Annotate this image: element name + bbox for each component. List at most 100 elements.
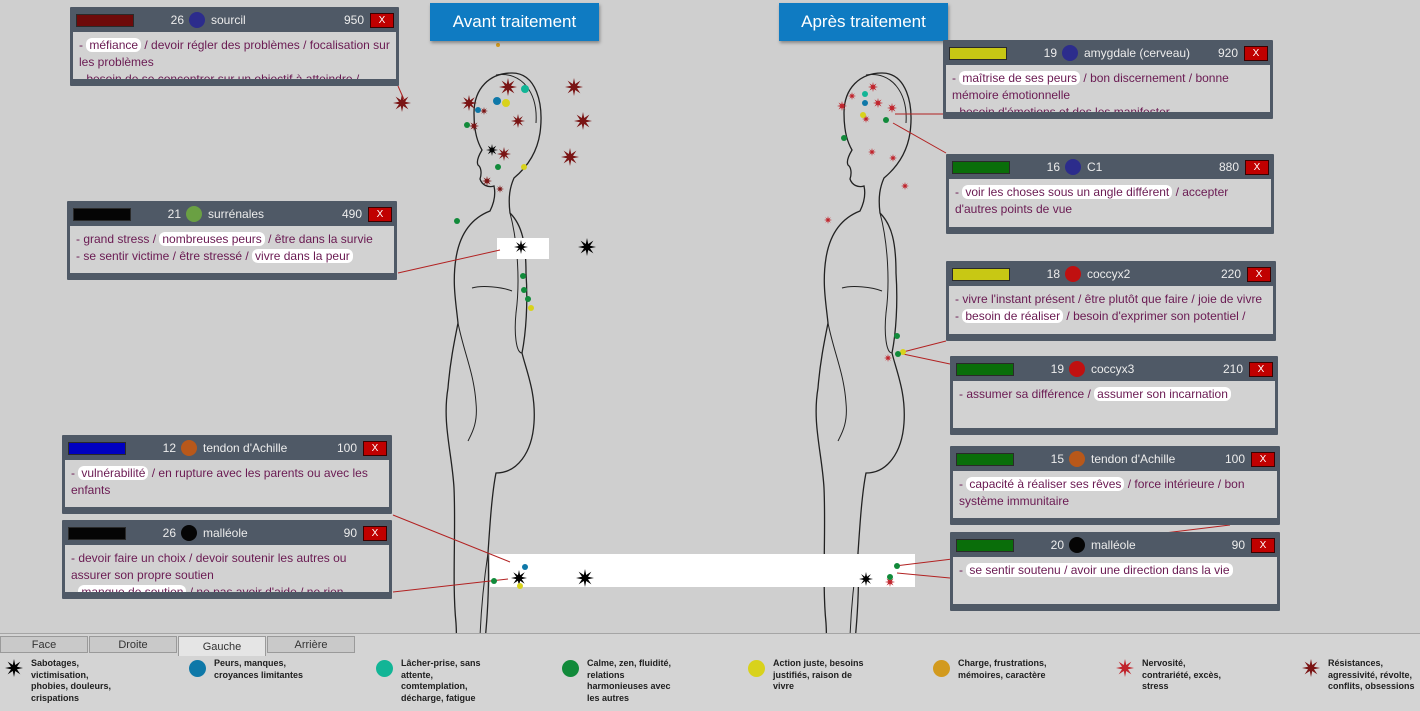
color-swatch [952,267,1010,281]
line-text: - besoin de se concentrer sur un objecti… [79,72,360,79]
card-score: 210 [1222,362,1243,376]
resistance-star-icon [511,114,525,128]
close-button[interactable]: X [1251,537,1275,553]
category-dot-icon [1065,266,1081,282]
line-text: / en rupture avec les parents ou avec le… [71,466,368,497]
card-score: 490 [341,207,362,221]
category-dot-icon [894,563,900,569]
connector-c1 [892,122,947,154]
close-button[interactable]: X [370,12,394,28]
legend-label: Peurs, manques, croyances limitantes [214,658,304,680]
line-text: - vivre l'instant présent / être plutôt … [955,292,1263,306]
card-line: - devoir faire un choix / devoir souteni… [71,550,383,584]
line-text: - se sentir victime / être stressé / [76,249,253,263]
close-button[interactable]: X [1245,159,1269,175]
close-button[interactable]: X [1244,45,1268,61]
line-text: - devoir faire un choix / devoir souteni… [71,551,347,582]
highlighted-keyword: manque de soutien [78,585,187,592]
resistance-star-icon [461,95,477,111]
legend-item: Sabotages, victimisation, phobies, doule… [4,658,111,704]
close-button[interactable]: X [1247,266,1271,282]
card-score: 90 [1231,538,1245,552]
category-dot-icon [862,91,868,97]
color-swatch [949,46,1007,60]
highlight-band-feet [490,554,915,587]
close-button[interactable]: X [1249,361,1273,377]
highlighted-keyword: vulnérabilité [78,466,149,480]
card-line: - besoin de réaliser / besoin d'exprimer… [955,308,1267,325]
color-swatch [956,362,1014,376]
card-number: 16 [1046,160,1060,174]
card-score: 90 [343,526,357,540]
line-text: - besoin d'émotions et des les manifeste… [952,105,1170,112]
highlighted-keyword: capacité à réaliser ses rêves [966,477,1125,491]
category-dot-icon [464,122,470,128]
close-button[interactable]: X [363,440,387,456]
category-dot-icon [522,564,528,570]
sabotage-star-icon [511,570,527,586]
close-button[interactable]: X [368,206,392,222]
category-dot-icon [883,117,889,123]
highlighted-keyword: se sentir soutenu / avoir une direction … [966,563,1233,577]
green-dot-icon [560,658,580,678]
card-number: 19 [1050,362,1064,376]
legend-item: Peurs, manques, croyances limitantes [187,658,303,681]
line-text: / devoir régler des problèmes / focalisa… [79,38,390,69]
card-line: - assumer sa différence / assumer son in… [959,386,1269,403]
highlighted-keyword: besoin de réaliser [962,309,1064,323]
orange-dot-icon [931,658,951,678]
connector-coccyx3 [902,353,951,365]
card-body: - capacité à réaliser ses rêves / force … [953,471,1277,518]
card-line: - maîtrise de ses peurs / bon discerneme… [952,70,1264,104]
line-text: - grand stress / [76,232,160,246]
card-number: 12 [162,441,176,455]
card-body: - voir les choses sous un angle différen… [949,179,1271,227]
tab-gauche[interactable]: Gauche [178,636,266,656]
category-dot-icon [186,206,202,222]
card-score: 220 [1220,267,1241,281]
tab-face[interactable]: Face [0,636,88,653]
resistance-star-icon [469,121,479,131]
line-text: / besoin d'exprimer son potentiel / [1063,309,1246,323]
category-dot-icon [520,273,526,279]
highlighted-keyword: nombreuses peurs [159,232,265,246]
highlighted-keyword: maîtrise de ses peurs [959,71,1081,85]
tab-droite[interactable]: Droite [89,636,177,653]
card-name: surrénales [208,207,265,221]
card-line: - besoin d'émotions et des les manifeste… [952,104,1264,112]
title-after: Après traitement [779,3,948,41]
highlighted-keyword: vivre dans la peur [252,249,353,263]
nervousness-star-icon [873,98,883,108]
tab-arriere[interactable]: Arrière [267,636,355,653]
darkred-star-icon [1301,658,1321,678]
close-button[interactable]: X [363,525,387,541]
nervousness-star-icon [901,182,909,190]
color-swatch [76,13,134,27]
category-dot-icon [894,333,900,339]
card-body: - se sentir soutenu / avoir une directio… [953,557,1277,604]
category-dot-icon [1069,537,1085,553]
nervousness-star-icon [824,216,832,224]
close-button[interactable]: X [1251,451,1275,467]
resistance-star-icon [480,107,488,115]
legend-item: Action juste, besoins justifiés, raison … [746,658,864,693]
nervousness-star-icon [884,354,892,362]
category-dot-icon [525,296,531,302]
card-line: - vivre l'instant présent / être plutôt … [955,291,1267,308]
resistance-star-icon [393,94,411,112]
legend-label: Résistances, agressivité, révolte, confl… [1328,658,1415,691]
category-dot-icon [521,287,527,293]
card-line: - capacité à réaliser ses rêves / force … [959,476,1271,510]
line-text: / bon discernement / bonne mémoire émoti… [952,71,1229,102]
